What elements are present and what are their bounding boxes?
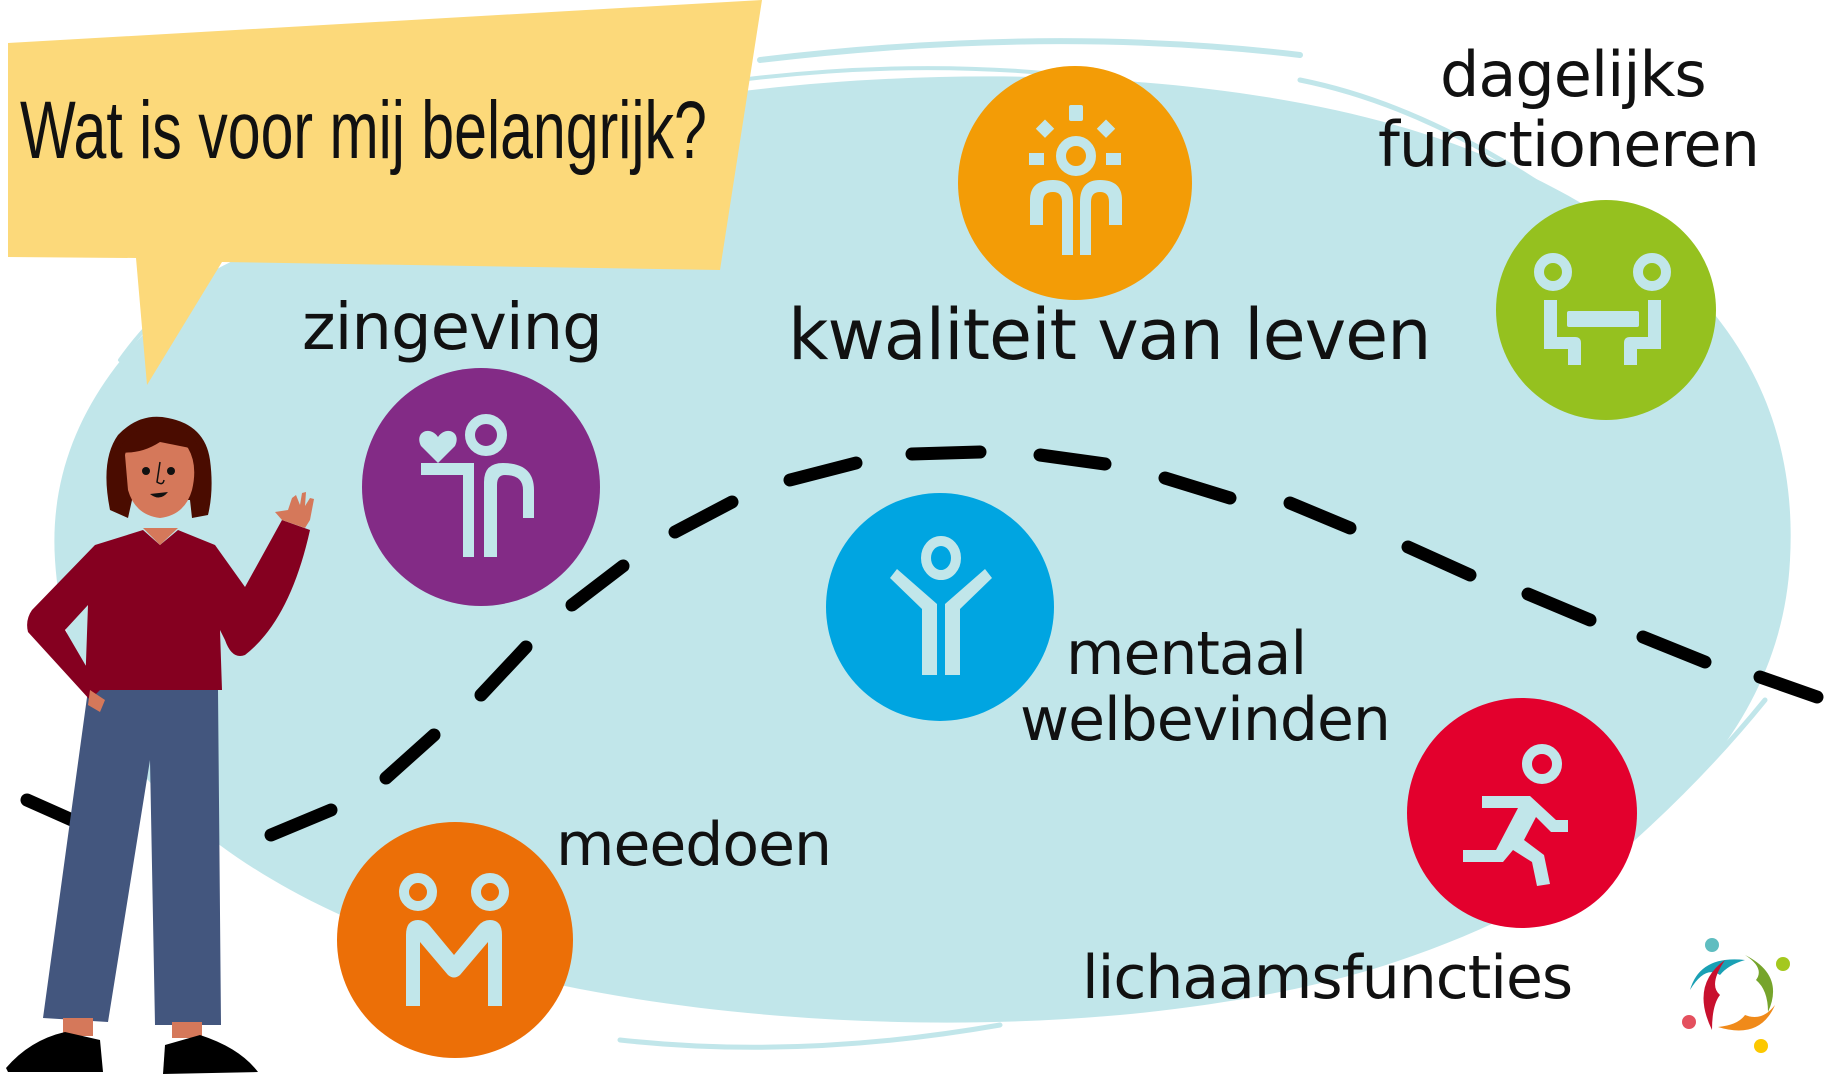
face [125,437,195,518]
label-kwaliteit-van-leven: kwaliteit van leven [788,294,1432,376]
meedoen-circle [337,822,573,1058]
label-functioneren: functioneren [1378,108,1760,181]
label-dagelijks: dagelijks [1440,38,1707,111]
heart-person-icon [419,414,534,557]
sweater [27,520,310,700]
two-people-m-icon [399,873,509,1006]
cheering-person-icon [890,536,992,675]
label-mentaal: mentaal [1066,619,1307,689]
waving-hand [275,492,314,528]
people-at-table-icon [1534,253,1671,365]
label-welbevinden: welbevinden [1020,685,1391,755]
kwaliteit-van-leven-circle [958,66,1192,300]
running-person-icon [1463,744,1568,886]
shoes [6,1032,258,1074]
lichaamsfuncties-circle [1407,698,1637,928]
label-lichaamsfuncties: lichaamsfuncties [1082,943,1573,1013]
pants [43,690,221,1025]
mentaal-welbevinden-circle [826,493,1054,721]
zingeving-circle [362,368,600,606]
label-meedoen: meedoen [556,810,832,880]
dagelijks-functioneren-circle [1496,200,1716,420]
dashed-path [20,445,1824,842]
label-zingeving: zingeving [302,291,603,365]
sun-person-icon [1029,105,1122,255]
